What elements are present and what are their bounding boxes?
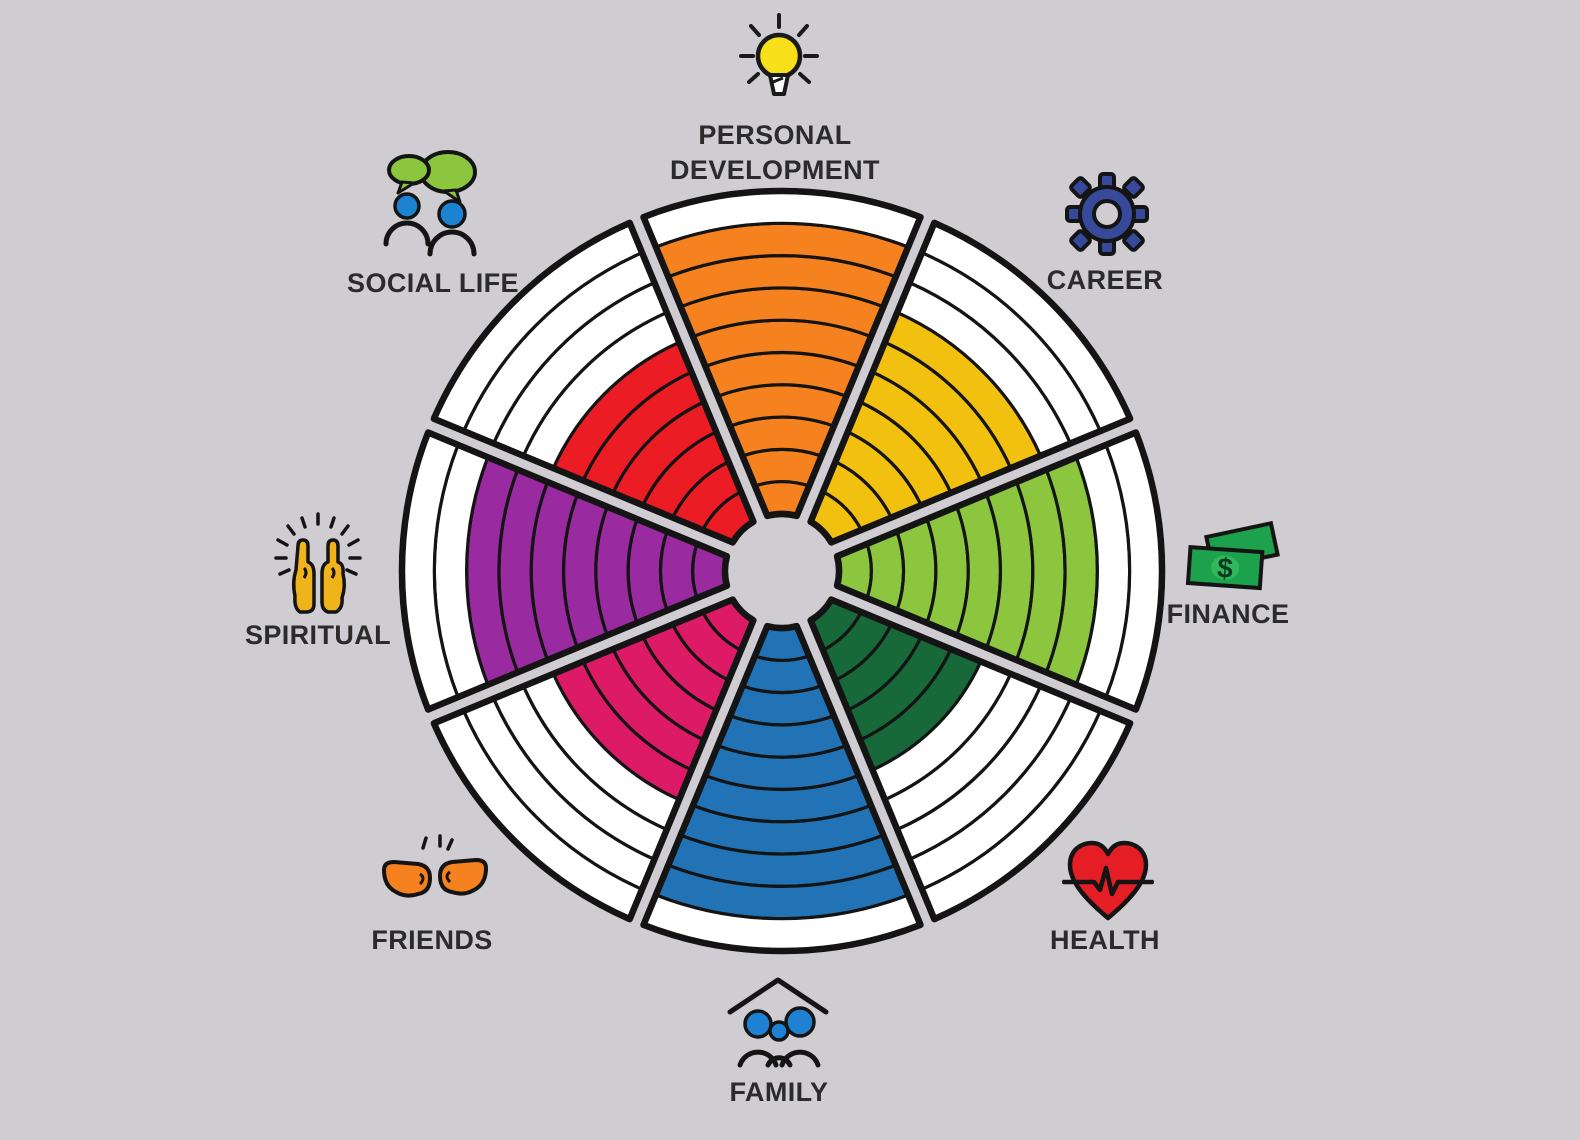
- wheel-segment-outline: [430, 596, 757, 923]
- label-spiritual: SPIRITUAL: [244, 620, 392, 650]
- wheel-segment-outline: [833, 429, 1166, 713]
- label-family: FAMILY: [729, 1077, 829, 1107]
- money-bills-icon: $: [1181, 518, 1285, 603]
- label-finance: FINANCE: [1166, 599, 1290, 629]
- fist-bump-icon: [376, 832, 494, 923]
- label-social-life: SOCIAL LIFE: [347, 268, 519, 298]
- label-career: CAREER: [1046, 265, 1164, 295]
- gear-icon: [1061, 168, 1153, 265]
- label-health: HEALTH: [1050, 925, 1160, 955]
- heart-pulse-icon: [1061, 838, 1155, 931]
- wheel-segment-outline: [807, 596, 1134, 923]
- people-chat-icon: [372, 146, 496, 263]
- wheel-segment-outline: [807, 219, 1134, 546]
- lightbulb-icon: [733, 12, 825, 117]
- label-friends: FRIENDS: [371, 925, 493, 955]
- wheel-segment-outline: [398, 429, 731, 713]
- svg-text:$: $: [1216, 552, 1234, 584]
- wheel-segment-outline: [640, 187, 924, 520]
- wheel-segment-outline: [640, 622, 924, 955]
- raised-hands-icon: [270, 512, 366, 625]
- label-personal-development: PERSONAL DEVELOPMENT: [670, 120, 880, 185]
- family-under-roof-icon: [720, 968, 836, 1073]
- wheel-segment-outline: [430, 219, 757, 546]
